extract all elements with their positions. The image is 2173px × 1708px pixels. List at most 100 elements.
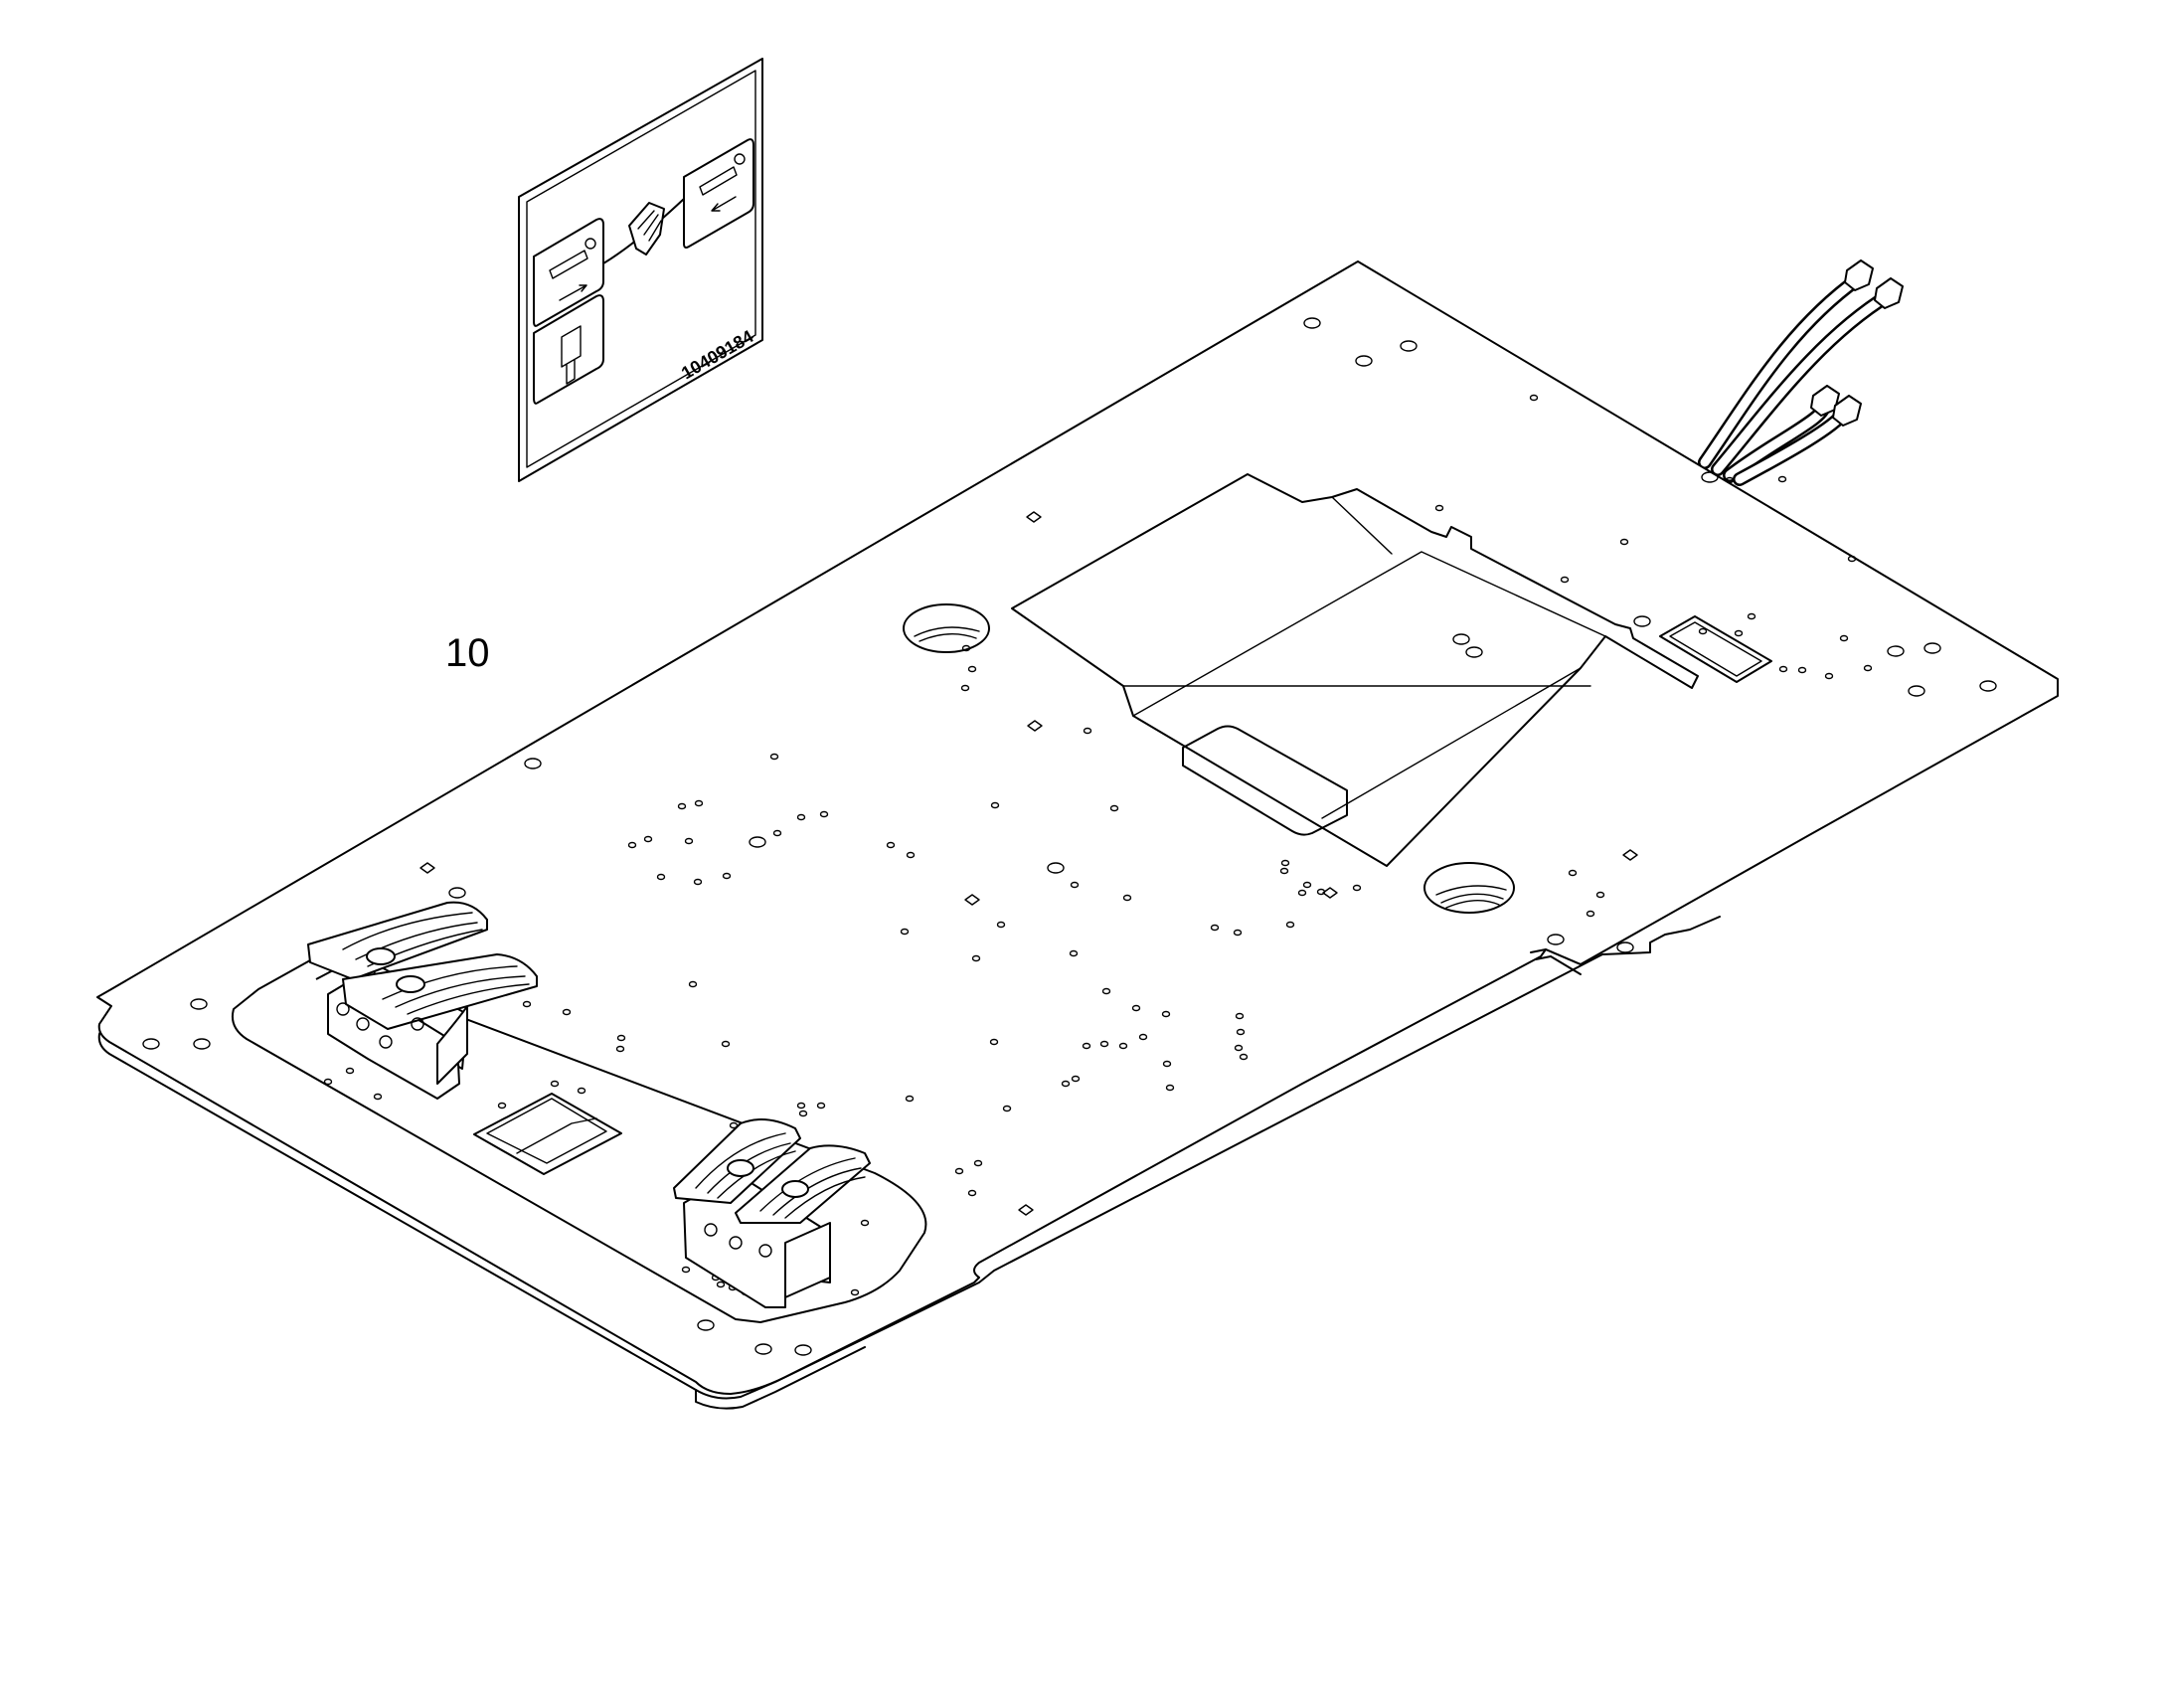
square-hole <box>419 862 435 874</box>
small-hole <box>729 1121 739 1129</box>
small-hole <box>990 801 1000 809</box>
small-hole <box>819 810 829 818</box>
small-hole <box>996 921 1006 929</box>
small-hole <box>688 980 698 988</box>
small-hole <box>1235 1012 1245 1020</box>
mounting-hole <box>1465 646 1483 658</box>
small-hole <box>1071 1075 1081 1083</box>
mounting-hole <box>524 758 542 769</box>
small-hole <box>1863 664 1873 672</box>
mounting-hole <box>1547 934 1565 945</box>
small-hole <box>1138 1033 1148 1041</box>
small-hole <box>1619 538 1629 546</box>
small-hole <box>1529 394 1539 402</box>
item-callout: 10 <box>445 631 490 675</box>
mounting-hole <box>794 1344 812 1356</box>
small-hole <box>694 799 704 807</box>
mounting-hole <box>1047 862 1065 874</box>
small-hole <box>850 1288 860 1296</box>
small-hole <box>1297 889 1307 897</box>
small-hole <box>989 1038 999 1046</box>
small-hole <box>577 1087 586 1095</box>
small-hole <box>1165 1084 1175 1092</box>
small-hole <box>1586 910 1595 918</box>
small-hole <box>1280 859 1290 867</box>
small-hole <box>796 1102 806 1110</box>
small-hole <box>562 1008 572 1016</box>
small-hole <box>816 1102 826 1110</box>
square-hole <box>1026 511 1042 523</box>
small-hole <box>716 1281 726 1288</box>
small-hole <box>1725 476 1735 484</box>
small-hole <box>886 841 896 849</box>
small-hole <box>971 954 981 962</box>
mounting-hole <box>1452 633 1470 645</box>
small-hole <box>373 1093 383 1101</box>
small-hole <box>1234 1044 1244 1052</box>
small-hole <box>961 644 971 652</box>
small-hole <box>1568 869 1578 877</box>
small-hole <box>1069 949 1079 957</box>
small-hole <box>1839 634 1849 642</box>
small-hole <box>1101 987 1111 995</box>
small-hole <box>1233 929 1243 937</box>
small-hole <box>684 837 694 845</box>
small-hole <box>1118 1042 1128 1050</box>
square-hole <box>964 894 980 906</box>
small-hole <box>769 753 779 761</box>
mounting-hole <box>190 998 208 1010</box>
mounting-hole <box>448 887 466 899</box>
small-hole <box>681 1266 691 1274</box>
small-hole <box>1352 884 1362 892</box>
decal-icon: 10409184 <box>518 58 763 482</box>
small-hole <box>550 1080 560 1088</box>
small-hole <box>1595 891 1605 899</box>
small-hole <box>1131 1004 1141 1012</box>
pedal-icon <box>307 901 871 1308</box>
small-hole <box>627 841 637 849</box>
small-hole <box>1099 1040 1109 1048</box>
mounting-hole <box>754 1343 772 1355</box>
mounting-holes <box>142 317 1997 1356</box>
small-hole <box>522 1000 532 1008</box>
small-hole <box>1210 924 1220 932</box>
hose-icon <box>1698 259 1904 486</box>
small-hole <box>677 802 687 810</box>
small-hole <box>1239 1053 1249 1061</box>
small-hole <box>1734 629 1744 637</box>
small-hole <box>772 829 782 837</box>
mounting-hole <box>193 1038 211 1050</box>
mounting-hole <box>1616 941 1634 953</box>
mounting-hole <box>1923 642 1941 654</box>
small-hole <box>1285 921 1295 929</box>
small-hole <box>643 835 653 843</box>
small-hole <box>960 684 970 692</box>
mounting-hole <box>1908 685 1925 697</box>
small-hole <box>497 1102 507 1110</box>
mounting-hole <box>749 836 766 848</box>
mounting-hole <box>1400 340 1418 352</box>
small-hole <box>1061 1080 1071 1088</box>
mounting-hole <box>1701 471 1719 483</box>
small-hole <box>1083 727 1092 735</box>
square-hole <box>1027 720 1043 732</box>
small-hole <box>796 813 806 821</box>
small-hole <box>1109 804 1119 812</box>
mounting-hole <box>1979 680 1997 692</box>
small-hole <box>1777 475 1787 483</box>
small-hole <box>1002 1105 1012 1112</box>
small-hole <box>905 1095 915 1103</box>
mounting-hole <box>1633 615 1651 627</box>
small-hole <box>1161 1010 1171 1018</box>
small-hole <box>615 1045 625 1053</box>
small-hole <box>973 1159 983 1167</box>
small-hole <box>616 1034 626 1042</box>
small-hole <box>1560 576 1570 584</box>
small-hole <box>1236 1028 1246 1036</box>
small-hole <box>1824 672 1834 680</box>
small-hole <box>1279 867 1289 875</box>
small-hole <box>656 873 666 881</box>
small-hole <box>967 1189 977 1197</box>
small-hole <box>722 872 732 880</box>
